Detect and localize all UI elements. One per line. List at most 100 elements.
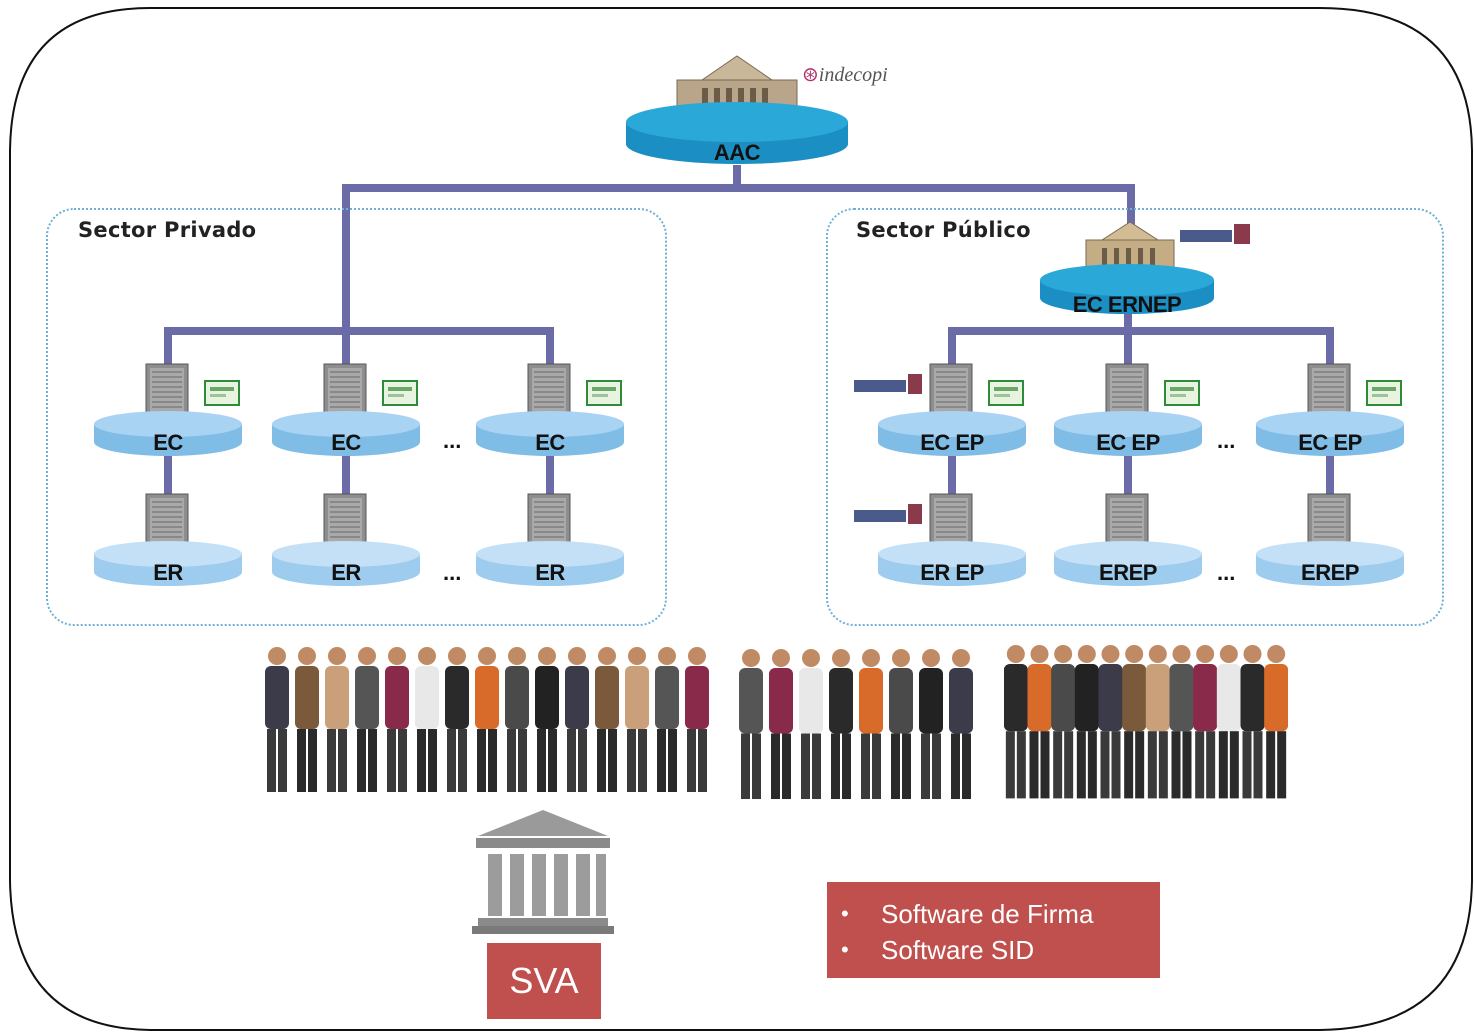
disk-shape xyxy=(94,411,242,456)
public-er-node: EREP xyxy=(1053,540,1203,588)
person-figure xyxy=(1145,645,1170,799)
person-figure xyxy=(1216,645,1241,799)
private-er-node: ER xyxy=(93,540,243,588)
private-er-node: ER xyxy=(475,540,625,588)
disk-shape xyxy=(878,541,1026,586)
disk-shape xyxy=(94,541,242,586)
public-er-node: ER EP xyxy=(877,540,1027,588)
server-icon xyxy=(929,493,973,551)
sva-label: SVA xyxy=(509,960,579,1001)
person-figure xyxy=(445,647,469,792)
certificate-icon xyxy=(1366,380,1402,406)
person-figure xyxy=(1004,645,1028,799)
certificate-icon xyxy=(204,380,240,406)
disk-shape xyxy=(1054,541,1202,586)
server-icon xyxy=(1105,493,1149,551)
disk-shape xyxy=(1054,411,1202,456)
person-figure xyxy=(1027,645,1052,799)
disk-shape xyxy=(878,411,1026,456)
person-figure xyxy=(919,649,943,800)
certificate-icon xyxy=(382,380,418,406)
reniec-logo xyxy=(854,504,922,524)
ec-label: EC xyxy=(535,430,565,455)
disk-shape xyxy=(476,411,624,456)
certificate-icon xyxy=(988,380,1024,406)
private-sector-region xyxy=(46,208,667,626)
software-box: •Software de Firma • Software SID xyxy=(827,882,1160,978)
certificate-icon xyxy=(586,380,622,406)
aac-label: AAC xyxy=(713,140,761,165)
server-icon xyxy=(527,363,571,421)
ecernep-node: EC ERNEP xyxy=(1038,262,1216,318)
person-figure xyxy=(535,647,559,792)
people-group-1-image xyxy=(265,647,709,792)
person-figure xyxy=(685,647,709,792)
private-ec-node: EC xyxy=(475,410,625,458)
public-sector-region xyxy=(826,208,1444,626)
person-figure xyxy=(565,647,589,792)
private-er-node: ER xyxy=(271,540,421,588)
person-figure xyxy=(295,647,319,792)
person-figure xyxy=(1240,645,1265,799)
public-ec-node: EC EP xyxy=(1255,410,1405,458)
disk-shape xyxy=(1256,411,1404,456)
person-figure xyxy=(1193,645,1218,799)
public-sector-title: Sector Público xyxy=(856,218,1031,242)
ec-label: EC EP xyxy=(920,430,984,455)
public-ec-ellipsis: ... xyxy=(1217,428,1236,453)
person-figure xyxy=(859,649,883,800)
er-label: ER EP xyxy=(920,560,984,585)
software-item-label: Software SID xyxy=(881,935,1035,965)
person-figure xyxy=(265,647,289,792)
person-figure xyxy=(799,649,823,800)
er-label: ER xyxy=(331,560,361,585)
outer-frame xyxy=(9,7,1473,1031)
indecopi-logo: ⊛indecopi xyxy=(802,64,888,86)
person-figure xyxy=(475,647,499,792)
disk-shape xyxy=(272,541,420,586)
people-group-3-image xyxy=(1004,645,1288,799)
reniec-logo xyxy=(854,374,922,394)
person-figure xyxy=(1264,645,1288,799)
ec-label: EC xyxy=(153,430,183,455)
public-ec-node: EC EP xyxy=(877,410,1027,458)
person-figure xyxy=(1169,645,1194,799)
person-figure xyxy=(385,647,409,792)
public-er-ellipsis: ... xyxy=(1217,560,1236,585)
ec-label: EC EP xyxy=(1298,430,1362,455)
person-figure xyxy=(1051,645,1076,799)
person-figure xyxy=(829,649,853,800)
person-figure xyxy=(1074,645,1099,799)
ec-label: EC EP xyxy=(1096,430,1160,455)
bullet: • xyxy=(841,937,849,962)
person-figure xyxy=(415,647,439,792)
software-list: •Software de Firma • Software SID xyxy=(841,896,1160,968)
person-figure xyxy=(889,649,913,800)
public-ec-node: EC EP xyxy=(1053,410,1203,458)
disk-shape xyxy=(272,411,420,456)
er-label: EREP xyxy=(1099,560,1157,585)
server-icon xyxy=(323,363,367,421)
aac-disk-shape xyxy=(626,102,848,164)
server-icon xyxy=(323,493,367,551)
person-figure xyxy=(595,647,619,792)
private-er-ellipsis: ... xyxy=(443,560,462,585)
person-figure xyxy=(739,649,763,800)
software-item-label: Software de Firma xyxy=(881,899,1094,929)
private-ec-node: EC xyxy=(271,410,421,458)
server-icon xyxy=(1307,493,1351,551)
server-icon xyxy=(1105,363,1149,421)
person-figure xyxy=(325,647,349,792)
person-figure xyxy=(769,649,793,800)
person-figure xyxy=(625,647,649,792)
er-label: ER xyxy=(153,560,183,585)
private-ec-node: EC xyxy=(93,410,243,458)
er-label: EREP xyxy=(1301,560,1359,585)
ec-label: EC xyxy=(331,430,361,455)
server-icon xyxy=(145,493,189,551)
institution-icon xyxy=(472,810,614,934)
person-figure xyxy=(1098,645,1123,799)
software-item: •Software de Firma xyxy=(841,896,1160,932)
server-icon xyxy=(1307,363,1351,421)
reniec-logo xyxy=(1180,222,1252,251)
